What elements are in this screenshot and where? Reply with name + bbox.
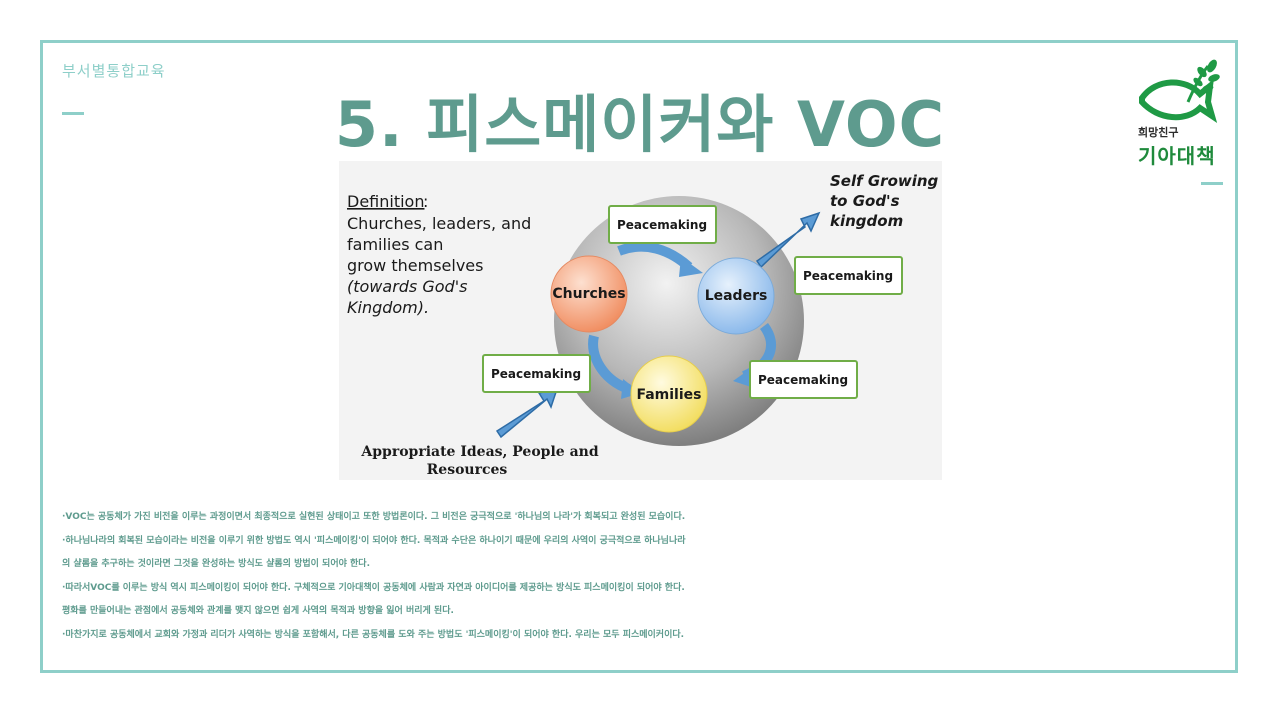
peacemaking-box-right <box>794 256 903 295</box>
definition-line: families can <box>347 235 443 254</box>
peacemaking-box-top <box>608 205 717 244</box>
peacemaking-label: Peacemaking <box>803 269 893 283</box>
self-growing-line: kingdom <box>830 212 903 230</box>
logo-name: 기아대책 <box>1138 144 1216 168</box>
self-growing-line: to God's <box>830 192 900 210</box>
department-label: 부서별통합교육 <box>62 62 166 80</box>
peacemaking-box-bottom-right <box>749 360 858 399</box>
body-paragraph: ·마찬가지로 공동체에서 교회와 가정과 리더가 사역하는 방식을 포함해서, … <box>62 629 685 640</box>
peacemaking-label: Peacemaking <box>758 373 848 387</box>
input-arrow-icon <box>495 387 559 439</box>
peacemaking-box-left <box>482 354 591 393</box>
self-growing-line: Self Growing <box>830 172 939 190</box>
body-paragraph: ·따라서VOC를 이루는 방식 역시 피스메이킹이 되어야 한다. 구체적으로 … <box>62 582 685 593</box>
slide-frame <box>40 40 1238 673</box>
families-label: Families <box>636 387 701 403</box>
right-accent-dash <box>1201 182 1223 185</box>
definition-line: Churches, leaders, and <box>347 214 531 233</box>
churches-label: Churches <box>552 286 625 302</box>
body-paragraph: ·하나님나라의 회복된 모습이라는 비전을 이루기 위한 방법도 역시 '피스메… <box>62 535 686 546</box>
definition-line: grow themselves <box>347 256 483 275</box>
body-paragraph: 평화를 만들어내는 관점에서 공동체와 관계를 맺지 않으면 쉽게 사역의 목적… <box>62 606 454 616</box>
definition-italic-line: (towards God's <box>347 277 467 296</box>
leaders-label: Leaders <box>705 288 768 304</box>
body-text: ·VOC는 공동체가 가진 비전을 이루는 과정이면서 최종적으로 실현된 상태… <box>62 506 1242 647</box>
definition-heading: Definition <box>347 192 424 211</box>
body-paragraph: 의 샬롬을 추구하는 것이라면 그것을 완성하는 방식도 샬롬의 방법이 되어야… <box>62 559 370 569</box>
page-title: 5. 피스메이커와 VOC <box>334 88 946 161</box>
churches-node <box>550 255 628 333</box>
peacemaking-label: Peacemaking <box>617 218 707 232</box>
families-node <box>630 355 708 433</box>
growth-arrow-icon <box>755 211 821 269</box>
resources-line: Resources <box>427 462 508 478</box>
resources-line: Appropriate Ideas, People and <box>360 444 598 460</box>
left-accent-dash <box>62 112 84 115</box>
definition-italic-line: Kingdom). <box>347 298 429 317</box>
body-paragraph: ·VOC는 공동체가 가진 비전을 이루는 과정이면서 최종적으로 실현된 상태… <box>62 512 686 522</box>
definition-colon: : <box>423 192 428 211</box>
fish-sprout-icon <box>1139 59 1220 124</box>
logo-subtitle: 희망친구 <box>1138 126 1179 139</box>
peacemaking-label: Peacemaking <box>491 367 581 381</box>
leaders-node <box>697 257 775 335</box>
peacemaker-diagram: Churches Leaders Families Peacemaking Pe… <box>339 161 942 480</box>
